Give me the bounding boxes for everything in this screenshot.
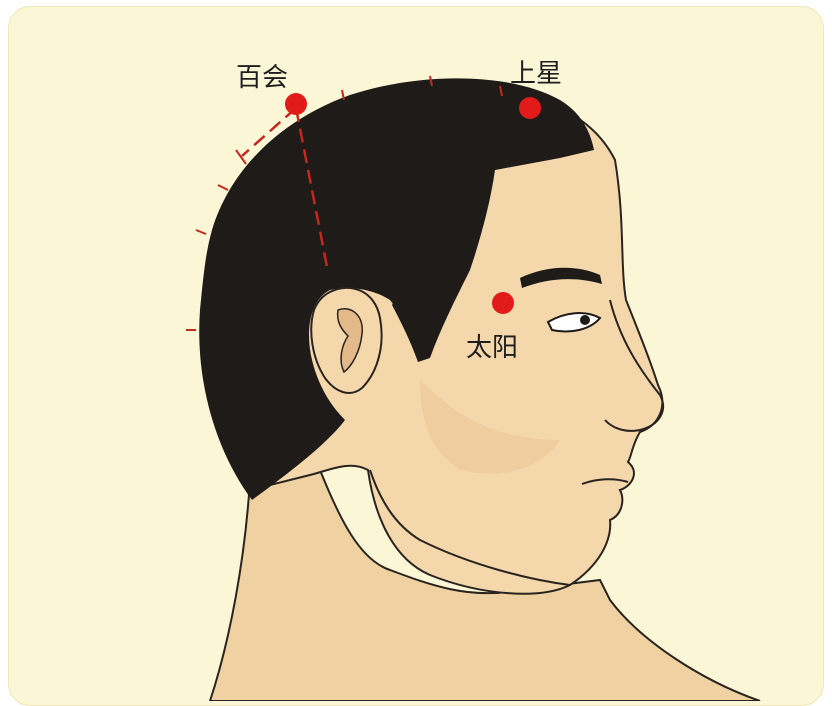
eye-pupil (580, 315, 590, 325)
point-shangxing (519, 97, 541, 119)
label-shangxing: 上星 (510, 59, 562, 89)
point-baihui (285, 93, 307, 115)
point-taiyang (492, 292, 514, 314)
label-baihui: 百会 (236, 63, 288, 93)
label-taiyang: 太阳 (466, 333, 518, 363)
